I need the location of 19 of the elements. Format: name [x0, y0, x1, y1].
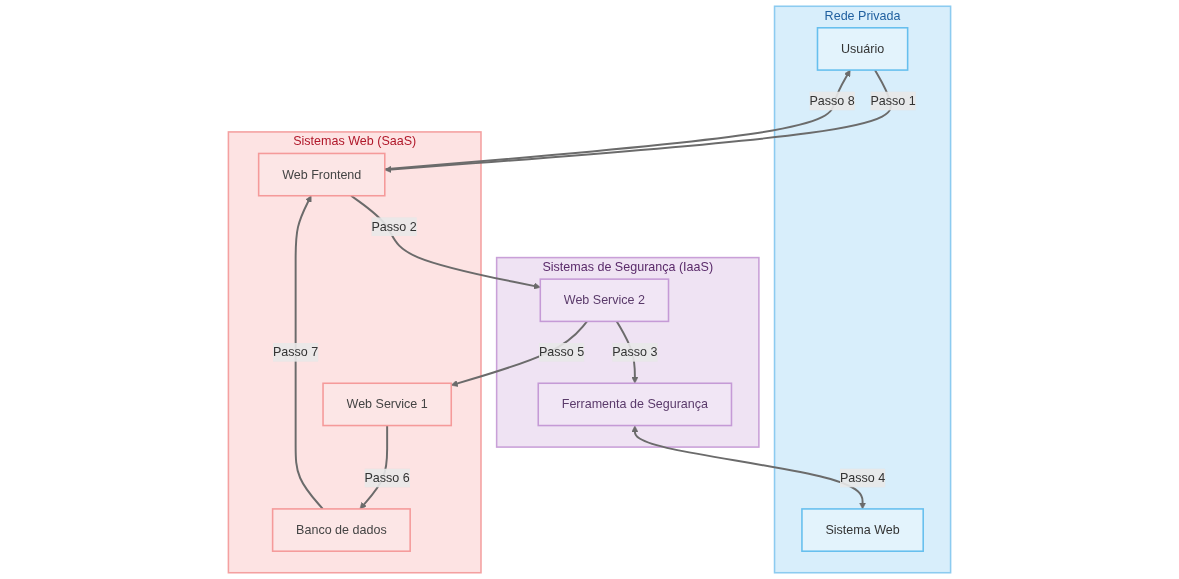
arrow	[450, 320, 588, 387]
edge-label: Passo 5	[538, 345, 585, 359]
edge-label: Passo 1	[870, 93, 916, 108]
node-box: Web Frontend	[257, 152, 386, 197]
edge-label: Passo 3	[612, 345, 658, 359]
arrow	[294, 195, 324, 510]
node-box: Sistema Web	[801, 508, 924, 552]
node-box: Banco de dados	[271, 508, 411, 552]
node-box: Web Service 2	[539, 278, 670, 323]
node-box: Ferramenta de Segurança	[537, 382, 733, 427]
node-box: Web Service 1	[322, 382, 453, 427]
arrow	[631, 425, 866, 510]
edge-label: Passo 8	[809, 93, 855, 108]
arrow	[350, 194, 541, 290]
edge-label: Passo 7	[273, 345, 319, 359]
edge-label: Passo 6	[364, 470, 410, 485]
edge-label: Passo 4	[839, 470, 886, 485]
node-box: Usuário	[816, 27, 909, 71]
edge-label: Passo 2	[371, 219, 417, 233]
